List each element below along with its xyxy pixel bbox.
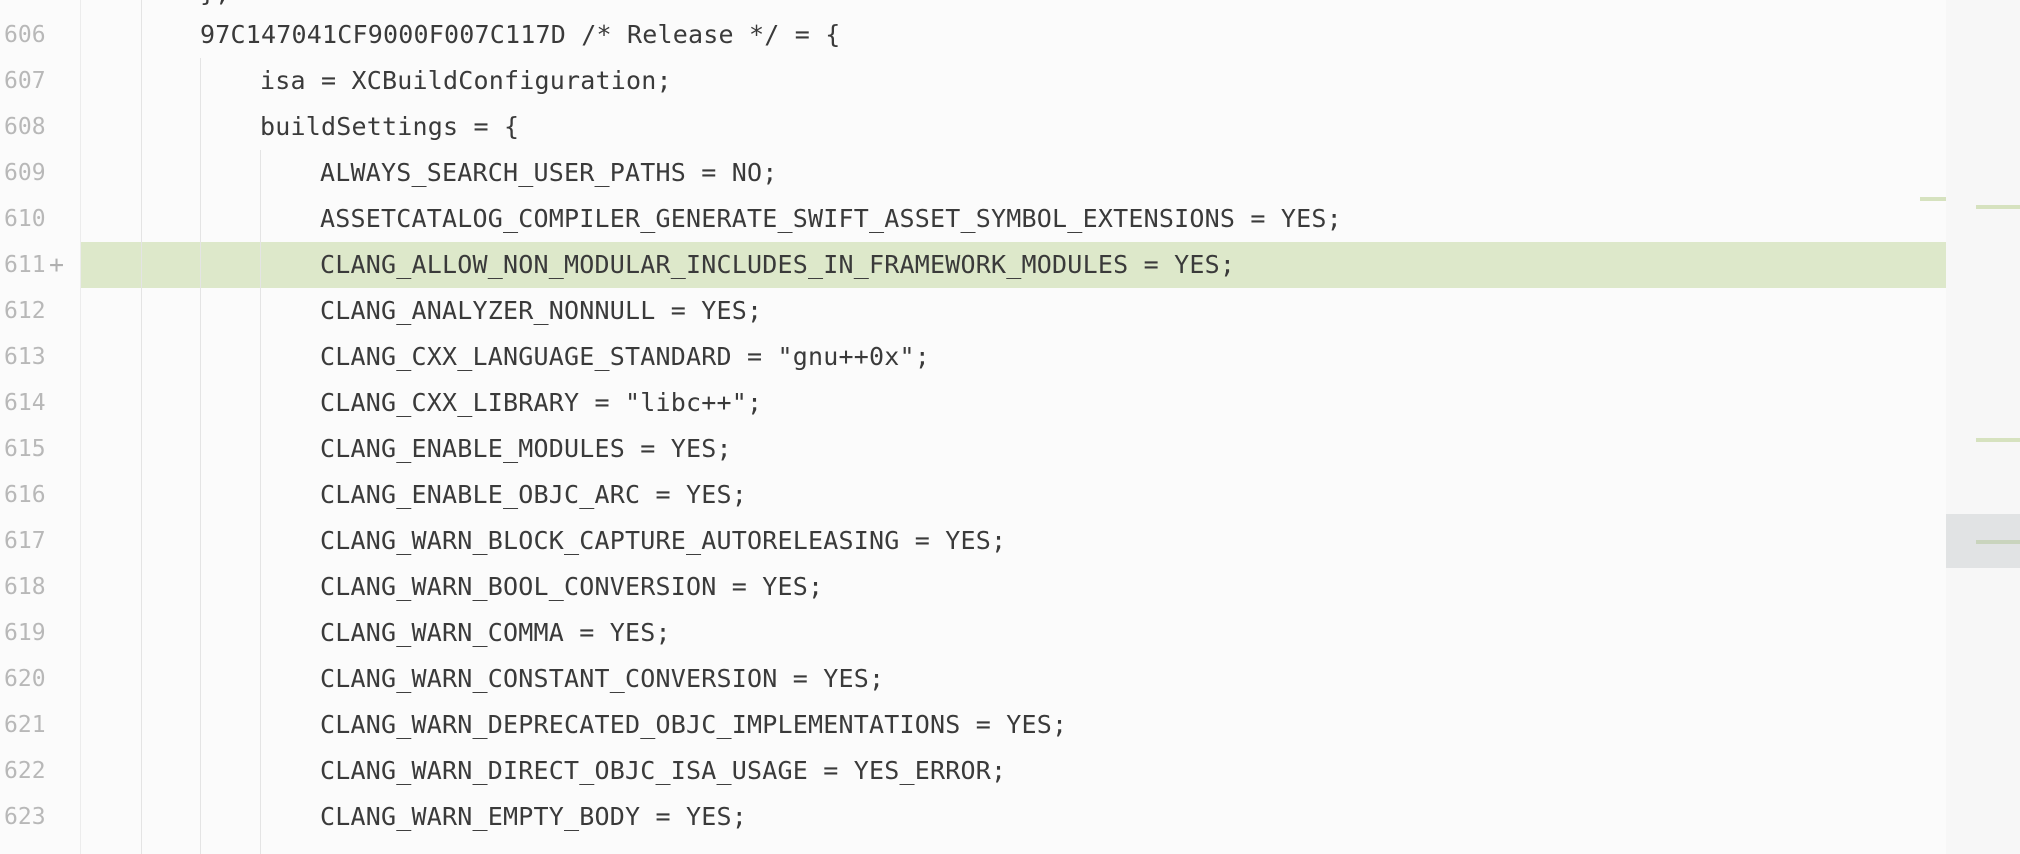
minimap-slider-marker: [1976, 540, 2020, 544]
code-text: CLANG_CXX_LIBRARY = "libc++";: [320, 388, 763, 417]
code-line[interactable]: 607 isa = XCBuildConfiguration;: [0, 58, 1946, 104]
code-text: CLANG_ENABLE_OBJC_ARC = YES;: [320, 480, 748, 509]
line-number: 606: [4, 22, 46, 48]
code-text: CLANG_ALLOW_NON_MODULAR_INCLUDES_IN_FRAM…: [320, 250, 1236, 279]
line-number: 621: [4, 712, 46, 738]
line-number: 622: [4, 758, 46, 784]
line-number: 610: [4, 206, 46, 232]
code-line[interactable]: 609 ALWAYS_SEARCH_USER_PATHS = NO;: [0, 150, 1946, 196]
code-text: isa = XCBuildConfiguration;: [260, 66, 672, 95]
code-text: buildSettings = {: [260, 112, 520, 141]
code-line[interactable]: 620 CLANG_WARN_CONSTANT_CONVERSION = YES;: [0, 656, 1946, 702]
code-text: CLANG_CXX_LANGUAGE_STANDARD = "gnu++0x";: [320, 342, 931, 371]
code-text: CLANG_WARN_DIRECT_OBJC_ISA_USAGE = YES_E…: [320, 756, 1007, 785]
indent-guide: [141, 0, 142, 854]
code-text: CLANG_WARN_BOOL_CONVERSION = YES;: [320, 572, 824, 601]
line-number: 616: [4, 482, 46, 508]
line-number: 620: [4, 666, 46, 692]
code-line[interactable]: 610 ASSETCATALOG_COMPILER_GENERATE_SWIFT_…: [0, 196, 1946, 242]
code-line[interactable]: 623 CLANG_WARN_EMPTY_BODY = YES;: [0, 794, 1946, 840]
line-number: 623: [4, 804, 46, 830]
code-text: 97C147041CF9000F007C117D /* Release */ =…: [200, 20, 841, 49]
code-line[interactable]: 613 CLANG_CXX_LANGUAGE_STANDARD = "gnu++0…: [0, 334, 1946, 380]
line-number: 613: [4, 344, 46, 370]
minimap[interactable]: [1920, 0, 2020, 854]
code-text: CLANG_WARN_EMPTY_BODY = YES;: [320, 802, 748, 831]
code-text: ASSETCATALOG_COMPILER_GENERATE_SWIFT_ASS…: [320, 204, 1342, 233]
code-line[interactable]: 621 CLANG_WARN_DEPRECATED_OBJC_IMPLEMENTA…: [0, 702, 1946, 748]
code-line[interactable]: 619 CLANG_WARN_COMMA = YES;: [0, 610, 1946, 656]
minimap-change-marker: [1976, 205, 2020, 209]
code-line[interactable]: 617 CLANG_WARN_BLOCK_CAPTURE_AUTORELEASIN…: [0, 518, 1946, 564]
diff-added-marker: +: [49, 250, 65, 279]
line-number: 619: [4, 620, 46, 646]
code-text: CLANG_WARN_CONSTANT_CONVERSION = YES;: [320, 664, 885, 693]
code-line-added[interactable]: 611+ CLANG_ALLOW_NON_MODULAR_INCLUDES_IN_…: [0, 242, 1946, 288]
code-text: CLANG_WARN_BLOCK_CAPTURE_AUTORELEASING =…: [320, 526, 1007, 555]
code-line[interactable]: 608 buildSettings = {: [0, 104, 1946, 150]
code-line[interactable]: 622 CLANG_WARN_DIRECT_OBJC_ISA_USAGE = YE…: [0, 748, 1946, 794]
code-line[interactable]: 615 CLANG_ENABLE_MODULES = YES;: [0, 426, 1946, 472]
partial-line-above: };: [200, 0, 230, 16]
code-line[interactable]: 616 CLANG_ENABLE_OBJC_ARC = YES;: [0, 472, 1946, 518]
line-number: 614: [4, 390, 46, 416]
code-text: CLANG_WARN_COMMA = YES;: [320, 618, 671, 647]
line-number: 618: [4, 574, 46, 600]
indent-guide: [260, 150, 261, 854]
minimap-change-marker: [1976, 438, 2020, 442]
code-text: ALWAYS_SEARCH_USER_PATHS = NO;: [320, 158, 778, 187]
line-number: 609: [4, 160, 46, 186]
minimap-scroll-slider[interactable]: [1946, 514, 2020, 568]
line-number: 607: [4, 68, 46, 94]
line-number: 615: [4, 436, 46, 462]
line-number: 611: [4, 252, 46, 278]
code-text: CLANG_ANALYZER_NONNULL = YES;: [320, 296, 763, 325]
code-text: CLANG_WARN_DEPRECATED_OBJC_IMPLEMENTATIO…: [320, 710, 1068, 739]
minimap-change-marker: [1920, 197, 1946, 201]
code-line[interactable]: 618 CLANG_WARN_BOOL_CONVERSION = YES;: [0, 564, 1946, 610]
code-text: CLANG_ENABLE_MODULES = YES;: [320, 434, 732, 463]
code-line[interactable]: 606 97C147041CF9000F007C117D /* Release *…: [0, 12, 1946, 58]
line-number: 608: [4, 114, 46, 140]
indent-guide: [200, 58, 201, 854]
code-line[interactable]: 614 CLANG_CXX_LIBRARY = "libc++";: [0, 380, 1946, 426]
code-line[interactable]: 612 CLANG_ANALYZER_NONNULL = YES;: [0, 288, 1946, 334]
line-number: 617: [4, 528, 46, 554]
line-number: 612: [4, 298, 46, 324]
line-number-gutter: [0, 0, 81, 854]
line-highlight: [81, 242, 1946, 288]
